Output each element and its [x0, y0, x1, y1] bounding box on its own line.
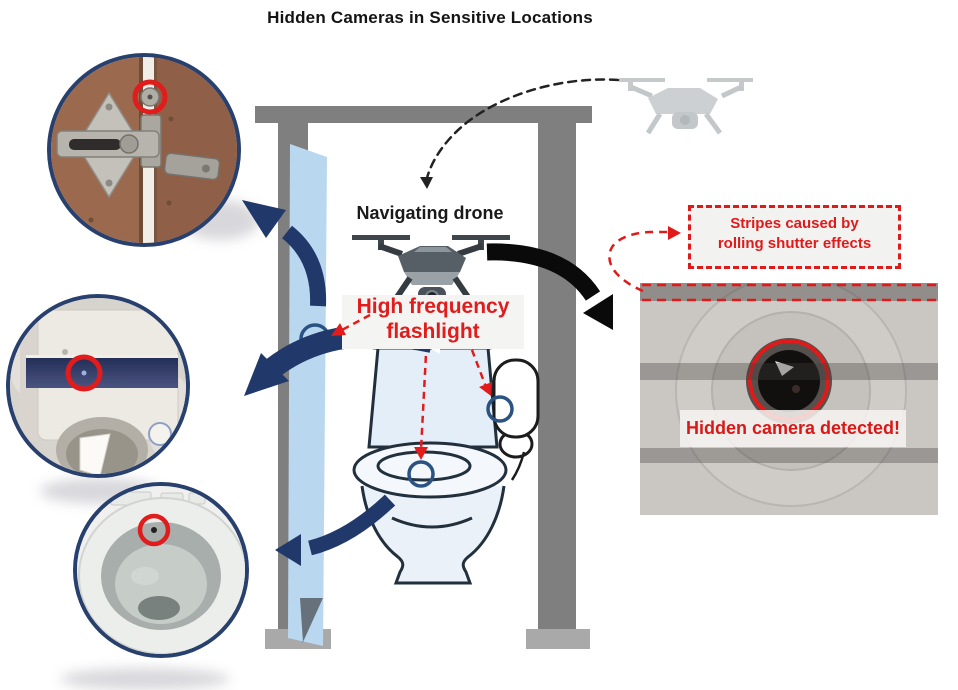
- red-marker-circle: [137, 513, 171, 547]
- inset-door-lock: [47, 53, 241, 247]
- camera-spot-circle-holder: [486, 395, 514, 423]
- detection-photo: Hidden camera detected!: [640, 283, 938, 515]
- door-panel-shape: [288, 144, 327, 646]
- red-marker-circle: [132, 79, 168, 115]
- flashlight-label: High frequency flashlight: [342, 295, 524, 349]
- rolling-shutter-stripe: [640, 363, 938, 380]
- navigating-drone-label: Navigating drone: [356, 203, 504, 223]
- detected-label-band: Hidden camera detected!: [680, 410, 906, 447]
- camera-lens-icon: [758, 350, 820, 412]
- rolling-shutter-stripe: [640, 283, 938, 301]
- paper-holder-icon: [492, 358, 540, 481]
- inset-paper-dispenser: [6, 294, 190, 478]
- stripes-label-line1: Stripes caused by: [730, 215, 859, 232]
- toilet-icon: [352, 321, 508, 585]
- inset-toilet-bowl: [73, 482, 249, 658]
- navy-arrow-to-bowl-inset: [275, 494, 396, 566]
- navy-arrow-to-door-inset: [242, 200, 327, 307]
- rolling-shutter-loop-arrow: [608, 226, 681, 293]
- stripes-label-line2: rolling shutter effects: [717, 234, 872, 252]
- figure-title: Hidden Cameras in Sensitive Locations: [267, 8, 593, 27]
- paper-dispenser-photo: [10, 298, 186, 474]
- door-lock-photo: [51, 57, 237, 243]
- inset-shadow: [60, 668, 230, 690]
- black-arrow-to-photo: [486, 243, 613, 330]
- faded-drone-icon: [619, 78, 753, 135]
- stripes-callout-box: Stripes caused by rolling shutter effect…: [688, 205, 901, 269]
- toilet-bowl-photo: [77, 486, 245, 654]
- rolling-shutter-stripe: [640, 448, 938, 463]
- drone-path-dashed-arrow: [420, 78, 620, 189]
- flashlight-label-line1: High frequency: [356, 295, 510, 318]
- detected-label: Hidden camera detected!: [685, 418, 901, 438]
- flashlight-label-line2: flashlight: [386, 319, 480, 343]
- red-marker-circle: [65, 354, 103, 392]
- camera-spot-circle-seat: [407, 460, 435, 488]
